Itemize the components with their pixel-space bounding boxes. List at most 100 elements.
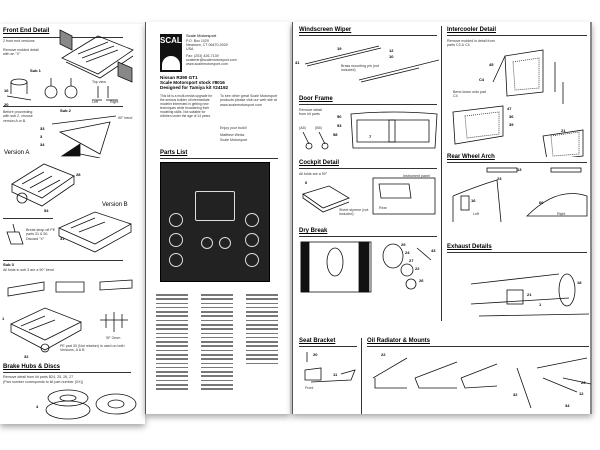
part-number: 34 bbox=[565, 403, 570, 408]
part-number: 43 bbox=[431, 248, 436, 253]
part-number: 32 bbox=[513, 392, 518, 397]
part-number: 20 bbox=[313, 352, 318, 357]
part-number: 23 bbox=[497, 176, 502, 181]
sub1-label: Sub 1 bbox=[30, 68, 41, 73]
part-number: 3 bbox=[40, 134, 43, 139]
divider bbox=[299, 168, 437, 169]
website: www.scalemotorsport.com bbox=[186, 62, 228, 66]
middle-page: SCALE Scale Motorsport P.O. Box 1029 New… bbox=[145, 22, 290, 414]
break-note: Break strap off PE parts 31 & 50. Discar… bbox=[26, 228, 56, 241]
left-page: Front End Detail 2 front end versions Re… bbox=[0, 24, 145, 424]
omm-label: SF Omm bbox=[106, 336, 121, 340]
part-number: 28 bbox=[76, 172, 81, 177]
divider bbox=[299, 35, 437, 36]
part-number: 26 bbox=[419, 278, 424, 283]
sub3-label: Sub 3 bbox=[3, 262, 14, 267]
door-hinge-diagram bbox=[302, 131, 329, 150]
address-line: USA bbox=[186, 47, 194, 51]
cockpit-diagram bbox=[302, 177, 436, 215]
dry-break-diagram bbox=[300, 241, 432, 293]
divider bbox=[367, 346, 589, 347]
version-b-label: Version B bbox=[102, 202, 128, 208]
part-number: 22 bbox=[415, 266, 420, 271]
part-number: 11 bbox=[333, 372, 338, 377]
instrument-panel-label: Instrument panel bbox=[403, 174, 430, 178]
part-number: C4 bbox=[479, 77, 485, 82]
part-number: 33 bbox=[40, 126, 45, 131]
sub1-diagram bbox=[6, 78, 78, 101]
version-a-label: Version A bbox=[4, 150, 30, 156]
part-number: 32 bbox=[24, 354, 29, 359]
bend-label: 90° bend bbox=[118, 116, 133, 120]
cockpit-heading: Cockpit Detail bbox=[299, 160, 340, 166]
version-a-diagram bbox=[11, 163, 75, 207]
part-number: 4 bbox=[36, 404, 39, 409]
part-number: 41 bbox=[295, 60, 300, 65]
part-number: 54 bbox=[44, 208, 49, 213]
front-end-diagram bbox=[59, 29, 134, 83]
divider bbox=[447, 162, 587, 163]
part-number: 16 bbox=[471, 198, 476, 203]
part-number: 58 bbox=[333, 132, 338, 137]
part-number: 20 bbox=[4, 102, 9, 107]
oil-radiator-heading: Oil Radiator & Mounts bbox=[367, 338, 430, 344]
door-note: Remove detail from kit parts bbox=[299, 108, 322, 117]
divider bbox=[299, 104, 437, 105]
divider bbox=[3, 372, 131, 373]
front-label: Front bbox=[305, 386, 314, 390]
wiper-diagram bbox=[304, 45, 439, 83]
version-b-diagram bbox=[58, 211, 132, 253]
exhaust-diagram bbox=[470, 273, 589, 317]
parts-list-heading: Parts List bbox=[160, 150, 188, 156]
dry-break-heading: Dry Break bbox=[299, 228, 328, 234]
fax: Fax: (203) 426-7139 bbox=[186, 54, 219, 58]
address-line: Newtown, CT 06470-0029 bbox=[186, 43, 228, 47]
left-label: Left bbox=[92, 100, 98, 104]
part-number: 39 bbox=[509, 122, 514, 127]
part-number: 21 bbox=[527, 292, 532, 297]
part-number: 24 bbox=[405, 250, 410, 255]
cockpit-note: All folds are a 90° bbox=[299, 172, 328, 176]
address-line: P.O. Box 1029 bbox=[186, 39, 209, 43]
part-number: 19 bbox=[337, 46, 342, 51]
sub2-diagram bbox=[51, 115, 117, 158]
door-frame-heading: Door Frame bbox=[299, 96, 333, 102]
rear-label: Rear bbox=[379, 206, 387, 210]
sheet-styrene-label: Sheet styrene (not included) bbox=[339, 208, 369, 217]
omm-diagram bbox=[100, 312, 128, 332]
part-number: 18 bbox=[577, 280, 582, 285]
company-name: Scale Motorsport bbox=[186, 33, 217, 38]
brake-disc-diagrams bbox=[45, 389, 137, 420]
exhaust-heading: Exhaust Details bbox=[447, 244, 492, 250]
part-number: 50 bbox=[337, 114, 342, 119]
divider bbox=[160, 158, 278, 159]
divider bbox=[299, 236, 437, 237]
part-number: 47 bbox=[507, 106, 512, 111]
door-frame-diagram bbox=[350, 111, 438, 149]
part-number: 13 bbox=[517, 167, 522, 172]
right-label: Right bbox=[110, 100, 119, 104]
part-number: 29 bbox=[401, 242, 406, 247]
part-number: 34 bbox=[40, 142, 45, 147]
left-label: Left bbox=[473, 212, 479, 216]
oil-radiator-diagram bbox=[372, 357, 591, 409]
email: scalemtr@scalemotorsport.com bbox=[186, 58, 237, 62]
part-number: 27 bbox=[409, 258, 414, 263]
part-number: 16 bbox=[4, 88, 9, 93]
intro-text: This kit is a multi-media upgrade for th… bbox=[160, 94, 213, 118]
pe-note: PE part 30 (Nut retainer) is used on bot… bbox=[60, 344, 125, 353]
note: 2 front end versions bbox=[3, 39, 35, 43]
seat-bracket-heading: Seat Bracket bbox=[299, 338, 336, 344]
right-label: Right bbox=[557, 212, 566, 216]
top-view-label: Top view bbox=[92, 80, 106, 84]
part-number: 22 bbox=[381, 352, 386, 357]
nut-retainer-diagram bbox=[10, 307, 82, 353]
brake-heading: Brake Hubs & Discs bbox=[3, 364, 61, 370]
part-number: 60 bbox=[539, 200, 544, 205]
column-divider bbox=[441, 26, 442, 321]
part-number: 1 bbox=[2, 316, 5, 321]
rear-arch-diagram bbox=[452, 167, 588, 222]
kit-title: Nissan R390 GT1 bbox=[160, 75, 198, 80]
part-number: 1 bbox=[539, 302, 542, 307]
door-a-label: (A5) bbox=[299, 126, 306, 130]
